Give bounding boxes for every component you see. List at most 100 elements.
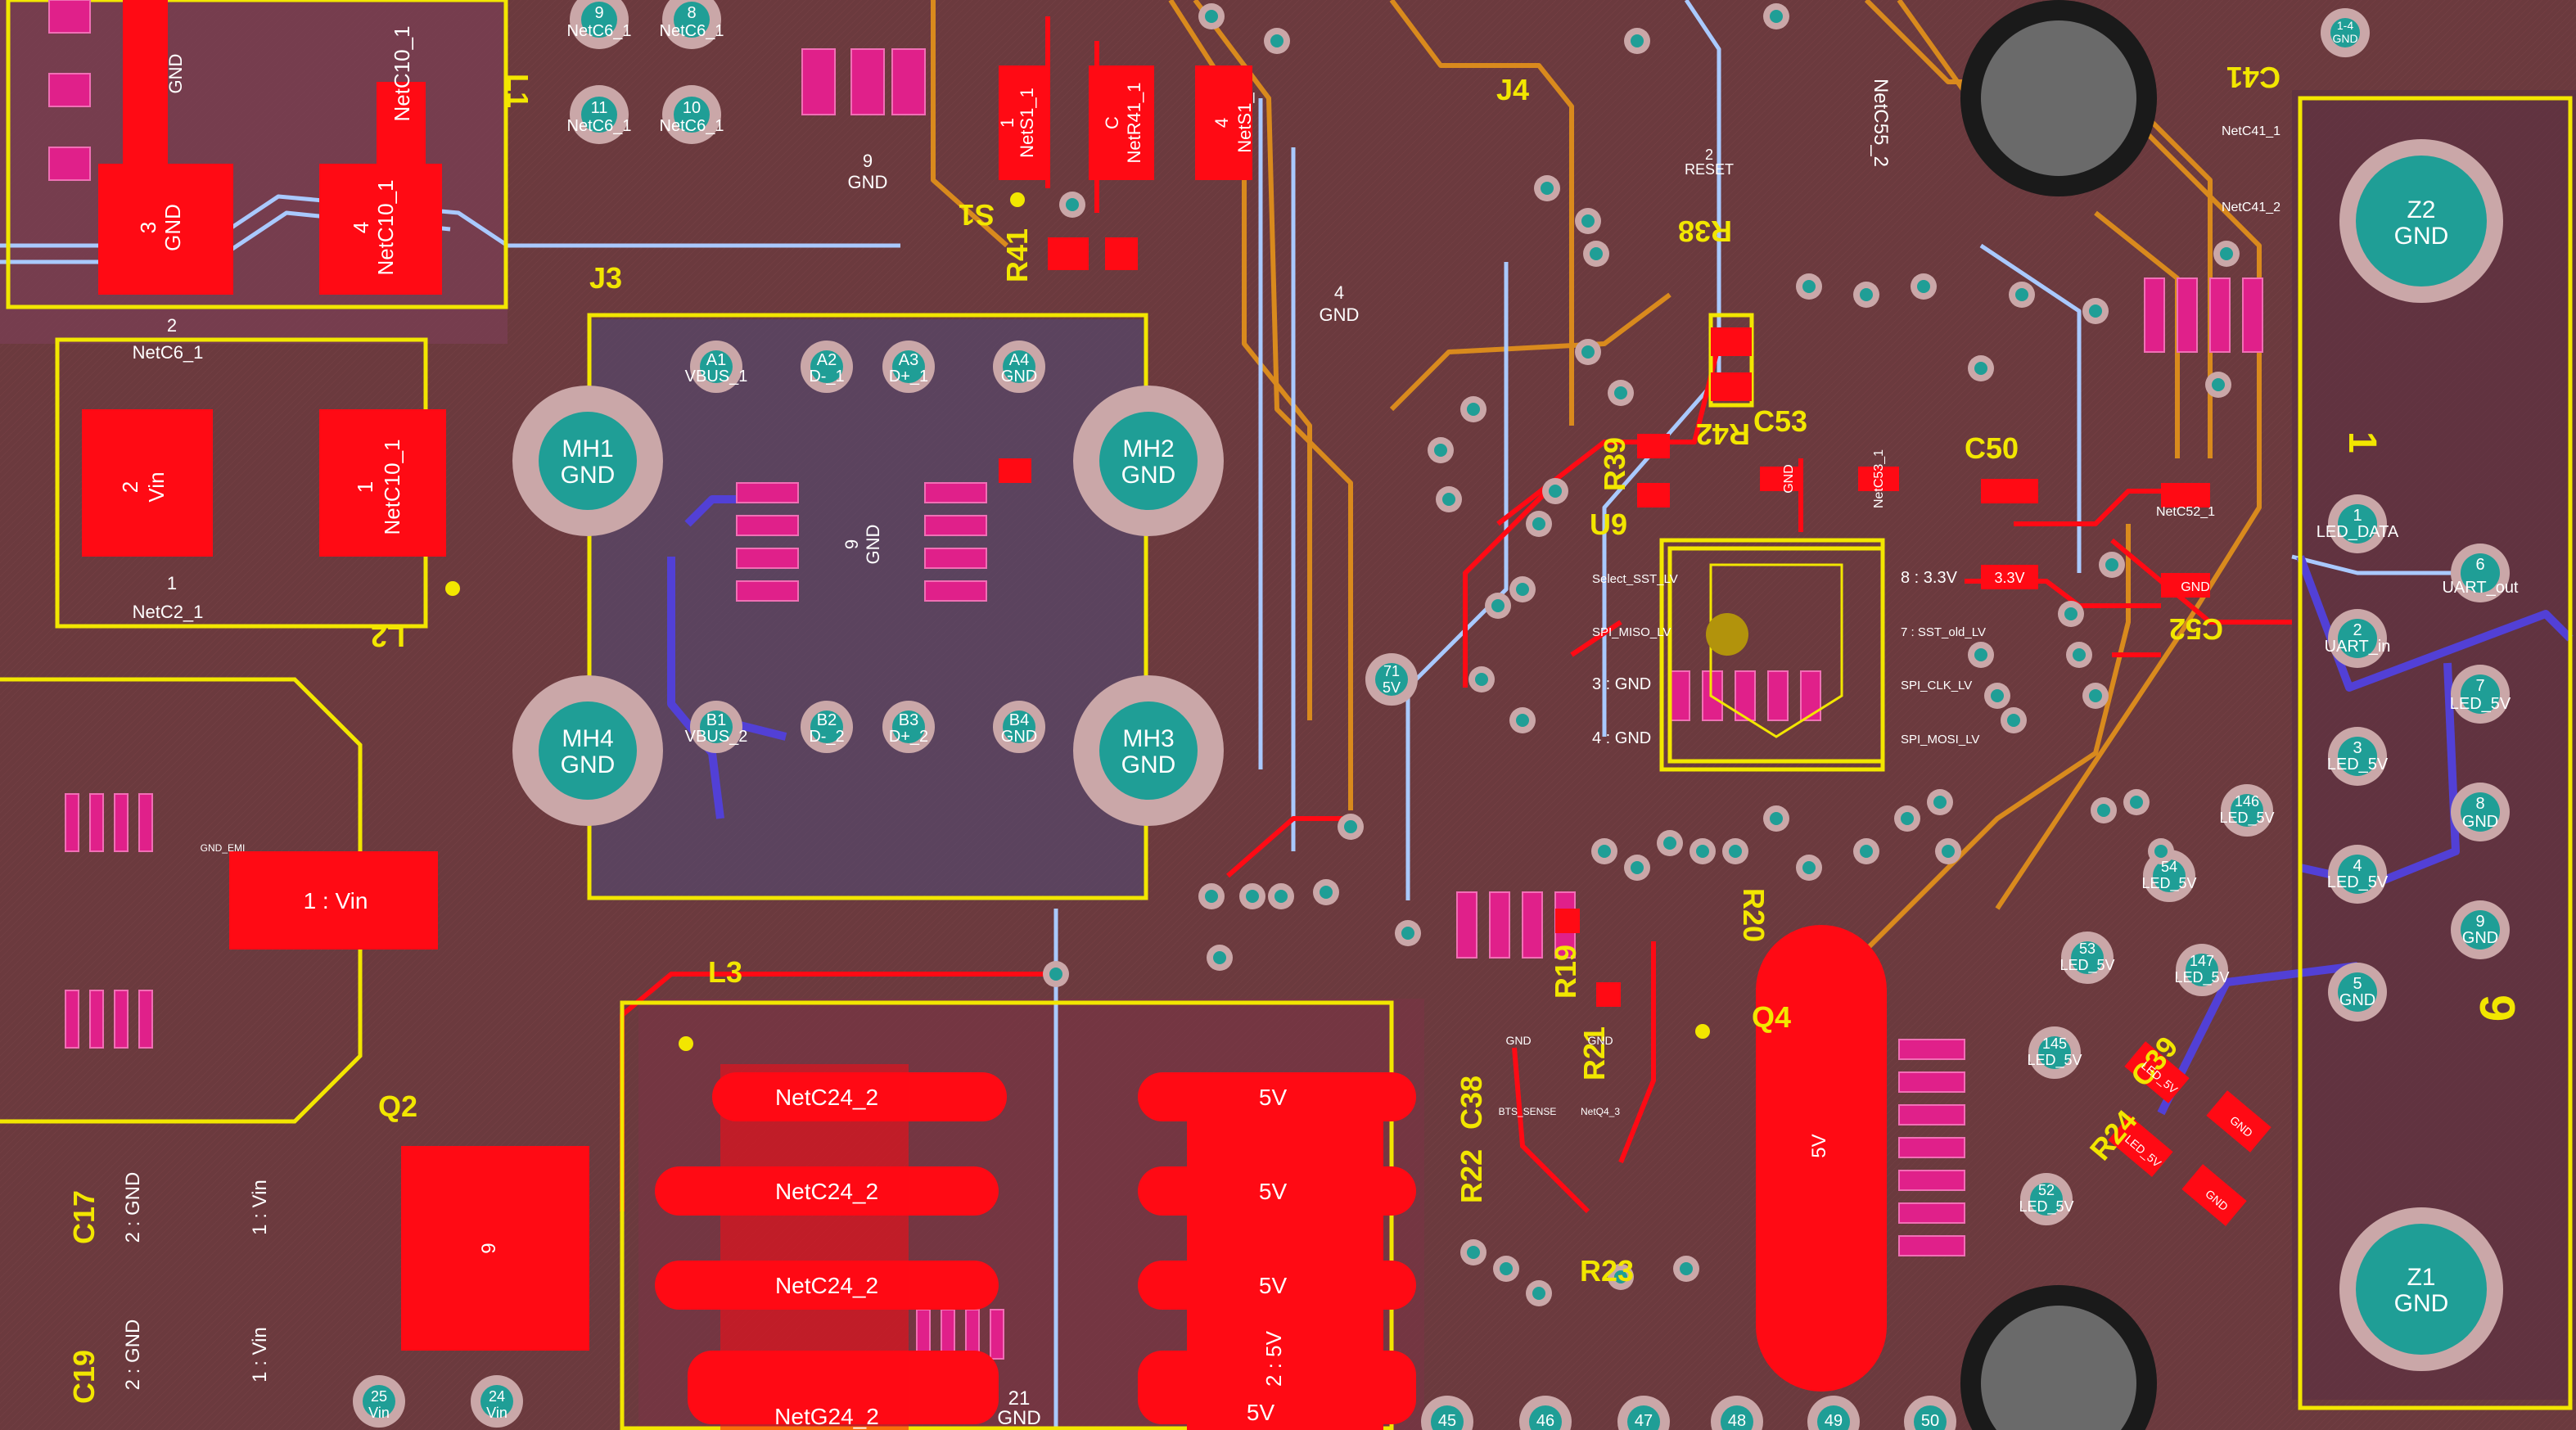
pin-markers (445, 192, 1710, 1051)
via-hole (2064, 607, 2077, 620)
designator-c50: C50 (1965, 431, 2019, 465)
via-52-net: LED_5V (2019, 1198, 2073, 1216)
pad-3-num: 3 (136, 222, 160, 233)
pad-48: 48 (1728, 1412, 1746, 1430)
designator-r20: R20 (1737, 888, 1771, 942)
netc41-label: NetC41_1 (2222, 124, 2281, 138)
pad-4-num: 4 (349, 222, 373, 233)
pad-10-num: 10 (683, 99, 701, 117)
vin-pad-label: 1 : Vin (304, 888, 368, 913)
pad-45: 45 (1438, 1412, 1456, 1430)
via-hole (1581, 345, 1595, 359)
5v-e: 5V (1247, 1400, 1275, 1425)
u4-gnd-net: GND (863, 525, 883, 565)
u9-pin-miso: SPI_MISO_LV (1592, 625, 1671, 639)
usb-a2-net: D-_1 (809, 368, 844, 386)
usb-a1-pin: A1 (706, 351, 726, 369)
netc52-label: NetC52_1 (2156, 505, 2215, 519)
usb-a4-net: GND (1001, 368, 1037, 386)
q4-net-label: 5V (1808, 1134, 1830, 1157)
z2-name: Z2 (2407, 196, 2435, 223)
u9-chip (1667, 546, 1885, 764)
via-hole (1770, 812, 1783, 825)
via-hole (2097, 804, 2110, 817)
s1-pad4-num: 4 (1211, 118, 1232, 128)
vias (1043, 3, 2240, 1306)
conn-net-3: LED_5V (2327, 756, 2389, 774)
usb-a1-net: VBUS_1 (685, 368, 748, 386)
u3-gnd-num: 9 (863, 151, 873, 171)
via-hole (1974, 648, 1987, 661)
pad-3-net: GND (160, 204, 185, 251)
pad-8-net: NetC6_1 (660, 22, 724, 40)
via-147-num: 147 (2190, 953, 2214, 969)
top-netc10-label: NetC10_1 (390, 25, 414, 121)
via-hole (2007, 714, 2020, 727)
reset-num: 2 (1705, 147, 1713, 163)
via-hole (1516, 583, 1529, 596)
c38-gnd2: GND (1587, 1034, 1613, 1047)
via-hole (1532, 517, 1545, 530)
connector-pin9-mark: 9 (2470, 995, 2524, 1022)
conn-net-2: UART_in (2325, 638, 2391, 656)
netc24-d: NetG24_2 (774, 1404, 879, 1429)
mh1-name: MH1 (562, 435, 613, 462)
via-24-num: 24 (489, 1388, 505, 1405)
gnd-mid-net: GND (1320, 304, 1360, 325)
via-hole (1933, 796, 1947, 809)
usb-b2-pin: B2 (817, 711, 837, 729)
via-24-net: Vin (486, 1405, 508, 1421)
conn-net-6: UART_out (2442, 579, 2518, 597)
via-hole (2073, 648, 2086, 661)
designator-c38: C38 (1455, 1076, 1488, 1130)
netc24-a: NetC24_2 (775, 1085, 878, 1110)
via-hole (1434, 444, 1447, 457)
z1-net: GND (2394, 1290, 2449, 1317)
via-hole (1581, 214, 1595, 228)
u3-gnd-net: GND (848, 172, 888, 192)
via-52-num: 52 (2038, 1182, 2055, 1198)
c19-vin-label: 1 : Vin (249, 1327, 271, 1383)
usb-b1-net: VBUS_2 (685, 728, 748, 746)
designator-c19: C19 (67, 1350, 101, 1404)
u9-pin-clk: SPI_CLK_LV (1901, 679, 1972, 692)
via-54-net: LED_5V (2141, 875, 2196, 892)
c53-gnd: GND (1782, 464, 1796, 494)
designator-r22: R22 (1455, 1149, 1488, 1203)
conn-net-4: LED_5V (2327, 873, 2389, 891)
via-hole (1917, 280, 1930, 293)
c38-gnd1: GND (1505, 1034, 1531, 1047)
pad-11-net: NetC6_1 (567, 117, 632, 135)
silkscreen-designators: J3 J4 L3 Q2 Q4 U9 C53 C50 R38 R42 C41 C5… (67, 61, 2524, 1404)
c50-33v: 3.3V (1994, 570, 2024, 586)
conn-net-8: GND (2462, 813, 2498, 831)
u9-pin-gnd4: 4 : GND (1592, 729, 1651, 747)
top-gnd-label: GND (165, 54, 186, 94)
s1-pad1-num: 1 (997, 118, 1017, 128)
designator-q4: Q4 (1752, 1000, 1791, 1034)
via-hole (1802, 861, 1816, 874)
usb-a3-pin: A3 (899, 351, 918, 369)
netc24-c: NetC24_2 (775, 1273, 878, 1298)
mh3-name: MH3 (1122, 725, 1174, 752)
via-hole (1991, 689, 2004, 702)
c17-vin-label: 1 : Vin (249, 1180, 271, 1235)
mount-hole-labels: MH1 GND MH2 GND MH4 GND MH3 GND Z2 GND Z… (561, 196, 2449, 1317)
via-hole (1802, 280, 1816, 293)
via-hole (1516, 714, 1529, 727)
via-hole (1614, 1270, 1627, 1283)
usb-a2-pin: A2 (817, 351, 837, 369)
netc55-label: NetC55_2 (1870, 79, 1892, 167)
via-hole (1213, 951, 1226, 964)
via-25-net: Vin (368, 1405, 390, 1421)
via-hole (2089, 689, 2102, 702)
designator-j3: J3 (589, 261, 622, 295)
bts-sense-label: BTS_SENSE (1499, 1106, 1557, 1117)
num-2-label: 2 (167, 315, 177, 336)
l2-pad2-net: Vin (144, 471, 169, 502)
via-25-num: 25 (371, 1388, 387, 1405)
via-hole (1901, 812, 1914, 825)
via-hole (1598, 845, 1611, 858)
via-hole (1401, 927, 1414, 940)
